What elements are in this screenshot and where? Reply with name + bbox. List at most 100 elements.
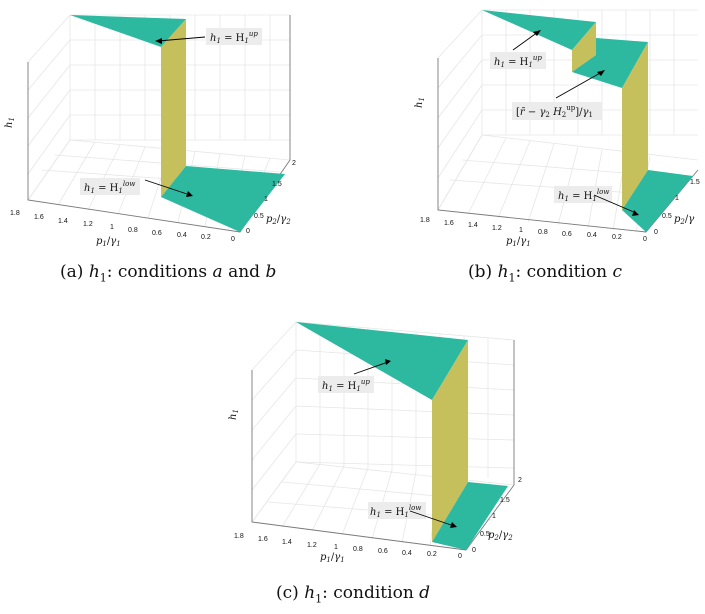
caption-a-sub: 1 (99, 271, 107, 285)
svg-text:[r̄ − γ2 H2up]/γ1: [r̄ − γ2 H2up]/γ1 (516, 104, 593, 119)
caption-c-var: h (304, 583, 316, 603)
svg-text:0.4: 0.4 (587, 232, 597, 239)
svg-text:0: 0 (458, 553, 462, 560)
surface-up-c (296, 322, 468, 400)
zlabel-b: h1 (414, 97, 426, 108)
annotation-up-b: h1 = H1up (490, 30, 546, 69)
svg-text:1.6: 1.6 (258, 536, 268, 543)
plot-3d-b: h1 = H1up [r̄ − γ2 H2up]/γ1 h1 = H1low h… (414, 9, 700, 248)
yticks-b: 0 0.5 1 1.5 (654, 179, 700, 236)
svg-text:1.2: 1.2 (83, 221, 93, 228)
ylabel-c: p2/γ2 (488, 530, 513, 542)
svg-text:2: 2 (292, 160, 296, 167)
caption-b-text: : condition (515, 262, 608, 282)
svg-text:1.6: 1.6 (34, 214, 44, 221)
surface-low-c (432, 482, 508, 550)
caption-c-sub: 1 (315, 592, 323, 606)
caption-c-c1: d (419, 583, 431, 603)
zlabel-a: h1 (4, 117, 16, 128)
surface-up-a (70, 15, 186, 47)
annotation-low-c: h1 = H1low (368, 502, 457, 528)
caption-a-text: : conditions (106, 262, 208, 282)
axes-c (251, 340, 515, 551)
svg-text:2: 2 (518, 477, 522, 484)
svg-text:0.6: 0.6 (562, 231, 572, 238)
svg-text:1: 1 (334, 544, 338, 551)
svg-text:0.5: 0.5 (662, 213, 672, 220)
annotation-up-a: h1 = H1up (155, 28, 262, 45)
svg-text:h1 = H1low: h1 = H1low (370, 504, 421, 519)
svg-text:1: 1 (110, 224, 114, 231)
caption-c-text: : condition (322, 583, 414, 603)
svg-text:1.2: 1.2 (307, 542, 317, 549)
caption-a-c1: a (212, 262, 223, 282)
svg-text:0.6: 0.6 (378, 548, 388, 555)
surface-up-b (482, 10, 596, 50)
svg-text:0: 0 (231, 236, 235, 243)
svg-text:1.5: 1.5 (272, 181, 282, 188)
svg-text:0.2: 0.2 (201, 234, 211, 241)
caption-c: (c) h1: condition d (276, 583, 430, 605)
svg-text:1.8: 1.8 (10, 210, 20, 217)
surface-low-b (622, 170, 693, 232)
wall-a (161, 19, 186, 197)
plot-3d-c: h1 = H1up h1 = H1low h1 1.8 1.6 1.4 1.2 1 0.… (228, 321, 522, 564)
svg-text:0.4: 0.4 (402, 550, 412, 557)
svg-text:0.4: 0.4 (177, 232, 187, 239)
caption-b-c1: c (612, 262, 623, 282)
wall-c (432, 340, 468, 542)
svg-text:1: 1 (492, 513, 496, 520)
svg-text:0.2: 0.2 (427, 551, 437, 558)
caption-b-prefix: (b) (468, 262, 493, 282)
svg-text:1.4: 1.4 (282, 539, 292, 546)
yticks-c: 0 0.5 1 1.5 2 (472, 477, 522, 554)
panel-c: h1 = H1up h1 = H1low h1 1.8 1.6 1.4 1.2 1 0.… (220, 310, 530, 564)
ylabel-a: p2/γ2 (266, 214, 291, 226)
svg-text:1.8: 1.8 (234, 533, 244, 540)
caption-a: (a) h1: conditions a and b (60, 262, 276, 284)
annotation-mid-b: [r̄ − γ2 H2up]/γ1 (512, 70, 605, 120)
svg-text:1.5: 1.5 (500, 497, 510, 504)
svg-text:1: 1 (264, 196, 268, 203)
svg-text:1.8: 1.8 (420, 217, 430, 224)
svg-text:0.6: 0.6 (152, 230, 162, 237)
xlabel-b: p1/γ1 (506, 236, 531, 248)
svg-text:0: 0 (472, 547, 476, 554)
svg-text:0.5: 0.5 (254, 213, 264, 220)
xticks-c: 1.8 1.6 1.4 1.2 1 0.8 0.6 0.4 0.2 0 (234, 533, 462, 560)
svg-text:0: 0 (643, 236, 647, 243)
xlabel-a: p1/γ1 (96, 236, 121, 248)
zlabel-c: h1 (228, 409, 240, 420)
xlabel-c: p1/γ1 (320, 552, 345, 564)
annotation-up-c: h1 = H1up (318, 359, 391, 393)
svg-text:0: 0 (654, 229, 658, 236)
svg-text:0.8: 0.8 (128, 227, 138, 234)
annotation-low-b: h1 = H1low (554, 186, 639, 216)
panel-b: h1 = H1up [r̄ − γ2 H2up]/γ1 h1 = H1low h… (398, 0, 705, 250)
svg-text:0.2: 0.2 (612, 234, 622, 241)
caption-b-sub: 1 (508, 271, 516, 285)
caption-a-c2: b (265, 262, 277, 282)
caption-b: (b) h1: condition c (468, 262, 622, 284)
caption-c-prefix: (c) (276, 583, 299, 603)
svg-text:1.2: 1.2 (492, 225, 502, 232)
svg-text:0.8: 0.8 (538, 229, 548, 236)
svg-text:1.5: 1.5 (690, 179, 700, 186)
ylabel-b: p2/γ (674, 214, 694, 226)
svg-text:h1 = H1low: h1 = H1low (84, 180, 135, 195)
svg-text:1.6: 1.6 (444, 220, 454, 227)
yticks-a: 00.51 1.52 (246, 160, 296, 235)
surface-low-a (161, 166, 285, 232)
svg-text:1: 1 (675, 195, 679, 202)
caption-a-prefix: (a) (60, 262, 84, 282)
svg-text:1: 1 (519, 227, 523, 234)
wall2-b (622, 42, 648, 210)
svg-text:0.8: 0.8 (353, 546, 363, 553)
svg-text:h1 = H1low: h1 = H1low (558, 188, 609, 203)
svg-text:0.5: 0.5 (480, 531, 490, 538)
caption-a-var: h (88, 262, 100, 282)
